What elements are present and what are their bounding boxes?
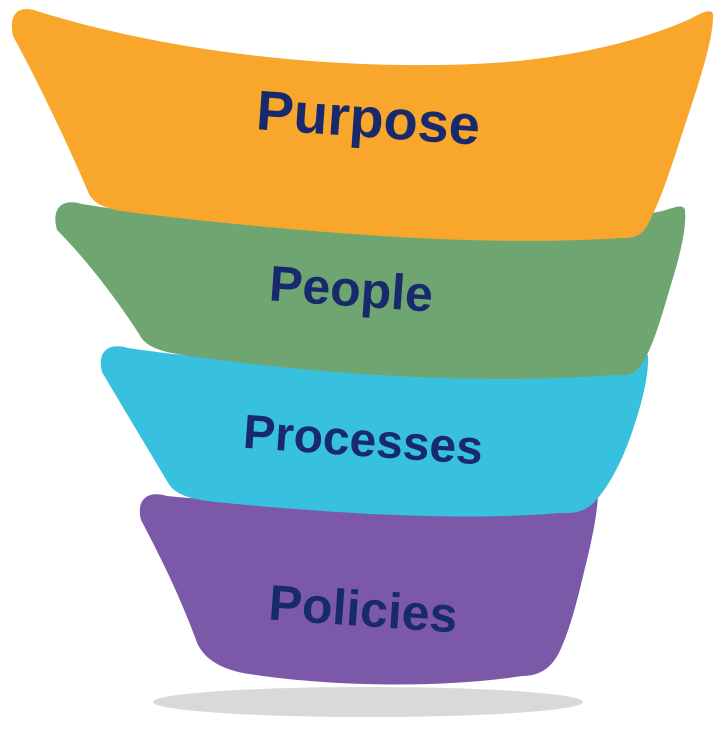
layer-processes: Processes [100,346,649,517]
people-label: People [267,255,434,322]
layer-people: People [55,202,686,379]
processes-shape [100,346,649,517]
layer-policies: Policies [139,485,598,685]
layer-purpose: Purpose [11,9,714,241]
purpose-shape [11,9,714,241]
ground-shadow [153,687,583,717]
purpose-label: Purpose [254,78,482,156]
policies-shape [139,485,598,685]
policies-label: Policies [267,575,459,644]
people-shape [55,202,686,379]
